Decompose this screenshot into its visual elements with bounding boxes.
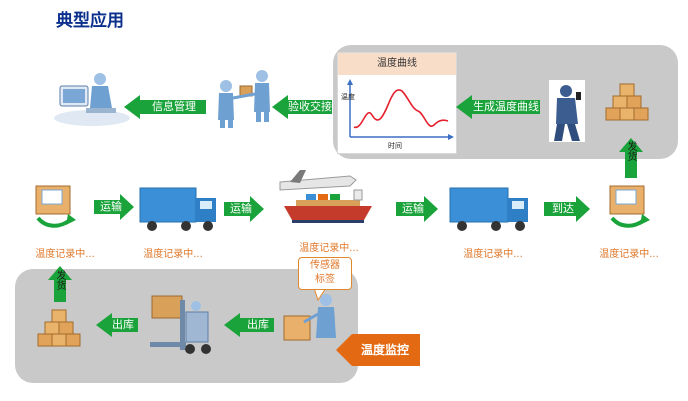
caption-1: 温度记录中... <box>35 249 95 260</box>
label-transport-1: 运输 <box>100 200 122 213</box>
arrow-ship-left <box>48 266 72 302</box>
box-with-arrow-icon-left <box>35 185 76 228</box>
box-with-arrow-icon-right <box>609 185 650 228</box>
ship-airplane-icon <box>279 170 372 223</box>
label-arrive: 到达 <box>552 202 574 215</box>
forklift-icon <box>150 295 211 354</box>
chart-plot: 温度 时间 <box>341 79 454 150</box>
caption-3: 温度记录中... <box>299 243 359 254</box>
caption-4: 温度记录中... <box>463 249 523 260</box>
arrow-info-mgmt <box>124 95 206 119</box>
boxes-icon-top <box>605 83 649 121</box>
arrow-outbound-1 <box>96 313 138 337</box>
arrow-ship-right <box>619 138 643 178</box>
label-gen-curve: 生成温度曲线 <box>473 100 539 113</box>
chart-ylabel: 温度 <box>341 92 355 101</box>
label-monitor: 温度监控 <box>360 343 409 357</box>
truck-icon-2 <box>449 187 528 231</box>
arrow-gen-curve <box>456 95 540 119</box>
arrow-acceptance <box>272 95 332 119</box>
label-ship-left: 发货 <box>54 270 65 290</box>
computer-user-icon <box>54 73 130 126</box>
arrow-transport-1 <box>94 194 134 220</box>
sensor-label-box: 传感器 标签 <box>298 257 352 290</box>
handshake-icon <box>218 70 270 128</box>
label-info-mgmt: 信息管理 <box>152 100 196 113</box>
temperature-chart: 温度曲线 温度 时间 <box>337 52 457 154</box>
arrow-arrive <box>544 196 590 222</box>
sensor-tagging-icon <box>283 294 336 341</box>
caption-2: 温度记录中... <box>143 249 203 260</box>
label-acceptance: 验收交接 <box>288 100 332 113</box>
caption-5: 温度记录中... <box>599 249 659 260</box>
boxes-icon-bottom <box>37 309 81 347</box>
sensor-line-2: 标签 <box>315 274 335 285</box>
arrow-outbound-2 <box>224 313 274 337</box>
sensor-line-1: 传感器 <box>310 260 340 271</box>
chart-xlabel: 时间 <box>388 141 402 150</box>
arrow-monitor <box>336 334 420 366</box>
chart-title: 温度曲线 <box>338 53 456 75</box>
label-outbound-2: 出库 <box>247 318 269 331</box>
page-title: 典型应用 <box>56 11 124 31</box>
arrow-transport-2 <box>224 196 264 222</box>
label-ship-right: 发货 <box>625 141 636 161</box>
label-transport-3: 运输 <box>402 202 424 215</box>
worker-icon <box>549 80 585 142</box>
truck-icon-1 <box>139 187 216 231</box>
label-outbound-1: 出库 <box>112 318 134 331</box>
label-transport-2: 运输 <box>230 202 252 215</box>
arrow-transport-3 <box>396 196 438 222</box>
